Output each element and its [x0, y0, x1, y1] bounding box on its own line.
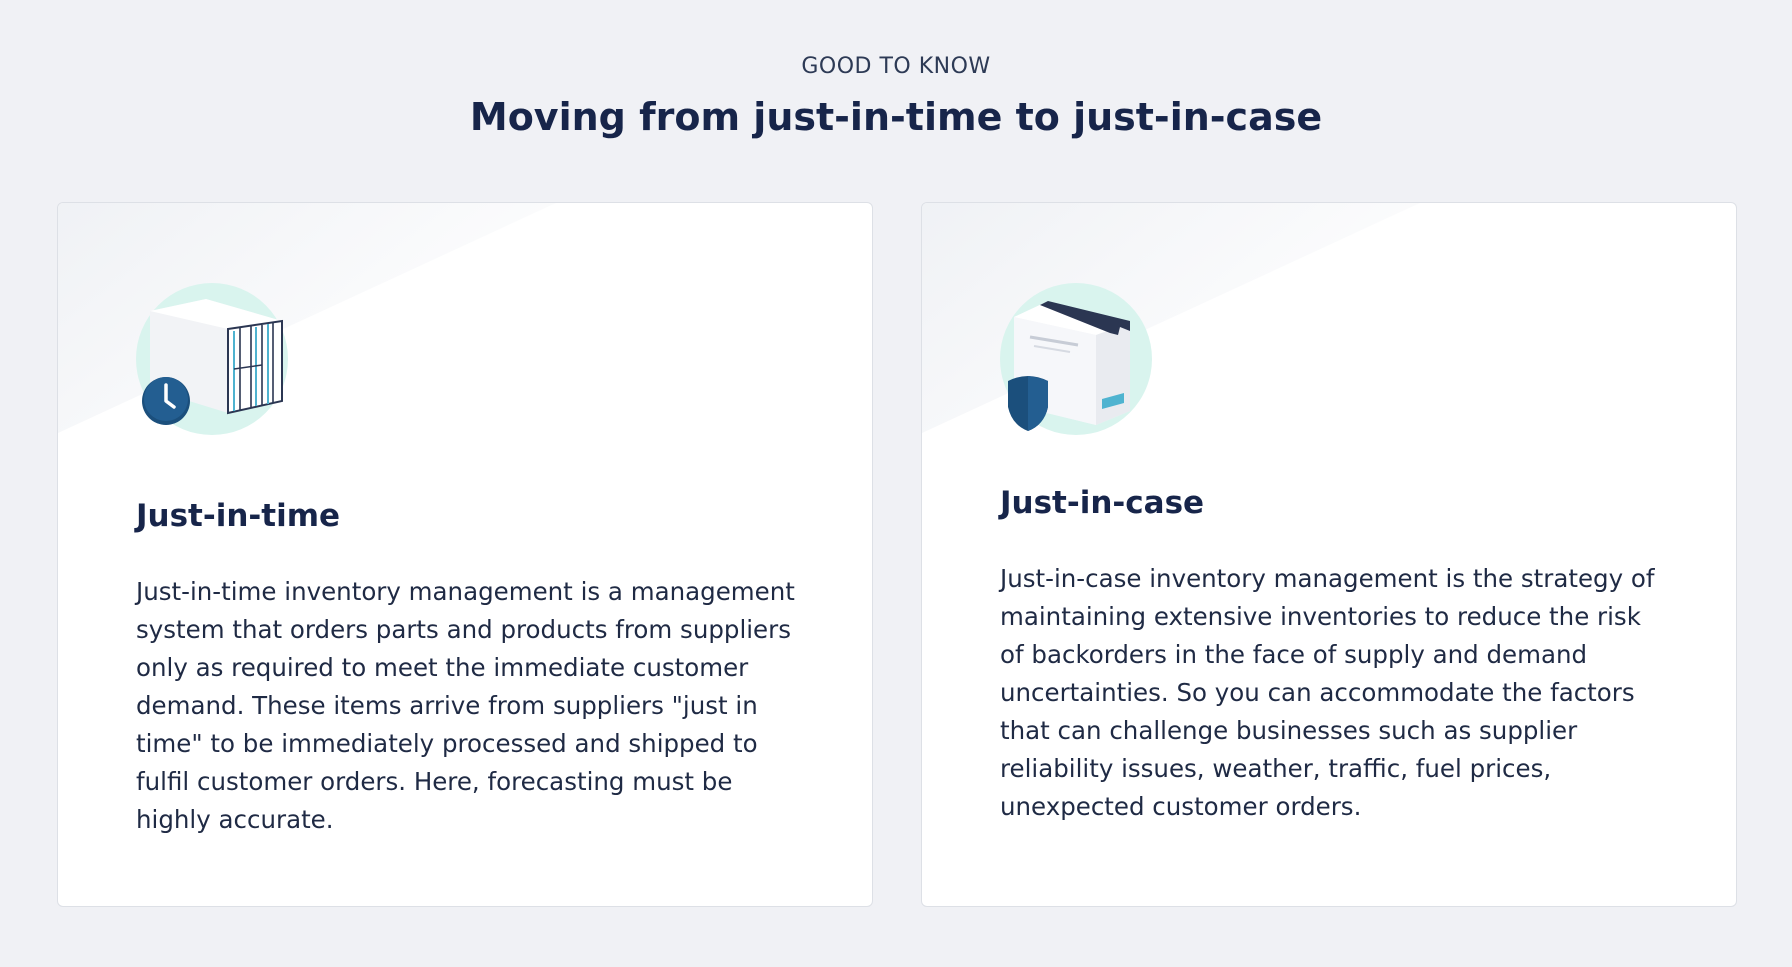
box-shield-icon: [1000, 283, 1152, 435]
card-just-in-case: Just-in-case Just-in-case inventory mana…: [921, 202, 1737, 907]
card-description: Just-in-case inventory management is the…: [1000, 564, 1655, 821]
card-description: Just-in-time inventory management is a m…: [136, 577, 795, 834]
card-title: Just-in-time: [136, 498, 341, 534]
eyebrow-label: GOOD TO KNOW: [801, 54, 991, 79]
card-title: Just-in-case: [1000, 485, 1205, 521]
card-just-in-time: Just-in-time Just-in-time inventory mana…: [57, 202, 873, 907]
page-title: Moving from just-in-time to just-in-case: [469, 95, 1323, 139]
container-clock-icon: [136, 283, 288, 435]
